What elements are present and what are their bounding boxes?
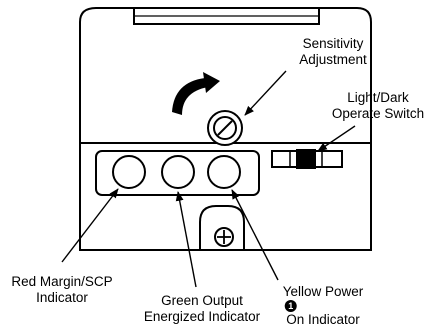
operate-switch-label: Light/Dark Operate Switch (331, 90, 425, 121)
rotation-arrow-icon (172, 78, 208, 115)
housing-outline (79, 7, 372, 251)
leader-yellow-indicator (231, 189, 279, 281)
leader-green-indicator (175, 191, 197, 288)
red-indicator-label: Red Margin/SCP Indicator (11, 274, 113, 305)
leader-sensitivity (244, 70, 287, 116)
leader-red-indicator (61, 188, 119, 263)
yellow-indicator-label-text: Yellow Power (282, 284, 364, 299)
green-indicator-label: Green Output Energized Indicator (143, 293, 261, 324)
sensitivity-adjustment-label: Sensitivity Adjustment (299, 36, 367, 67)
yellow-indicator-led (207, 155, 241, 189)
mounting-bracket (199, 205, 245, 250)
red-indicator-led (112, 155, 146, 189)
footnote-marker-icon: 1 (284, 300, 297, 312)
sensitivity-potentiometer[interactable] (207, 110, 243, 146)
screw-icon (214, 227, 234, 247)
leader-operate-switch (317, 125, 356, 152)
green-indicator-led (161, 155, 195, 189)
operate-switch[interactable] (271, 149, 343, 169)
